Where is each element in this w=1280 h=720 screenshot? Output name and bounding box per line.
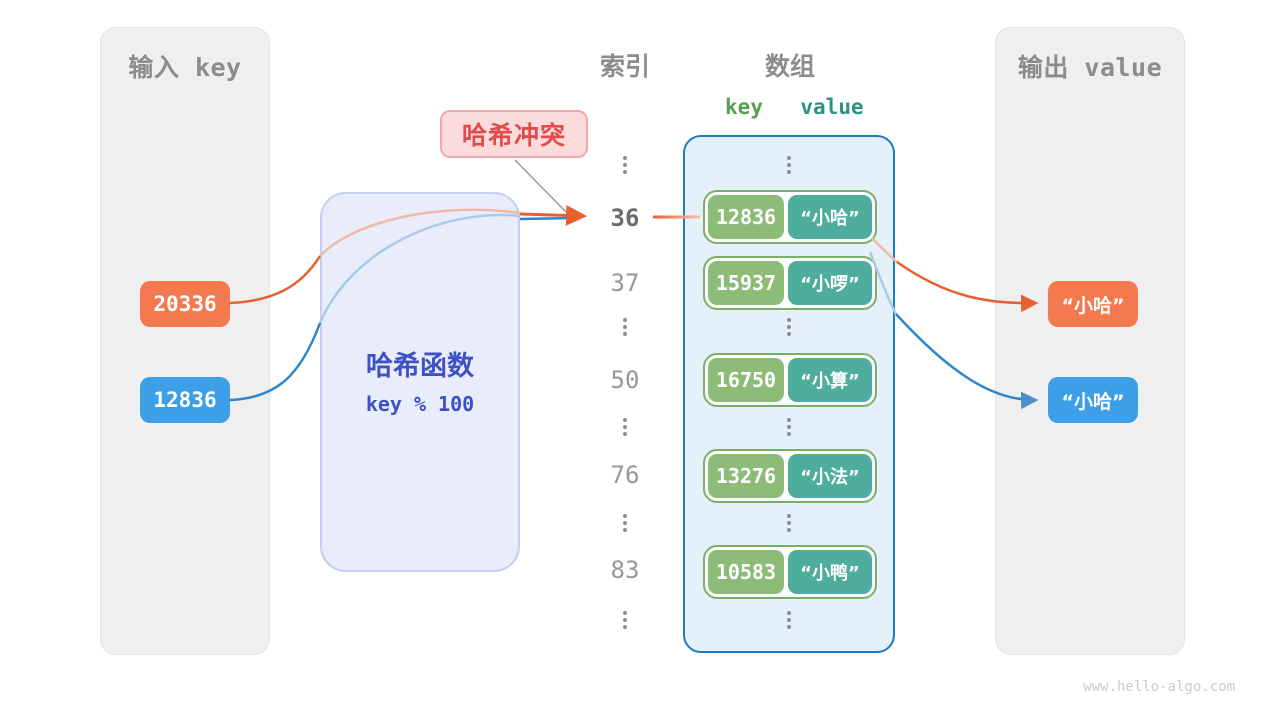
input-key-20336: 20336 [140,281,230,327]
index-36: 36 [610,204,640,232]
array-column-title: 数组 [764,52,816,81]
array-row-key: 13276 [708,454,784,498]
ellipsis-icon [787,318,791,336]
input-key-panel: 输入 key [100,27,270,655]
index-76: 76 [610,461,640,489]
output-panel-title: 输出 value [1017,53,1163,82]
array-row: 16750 “小算” [703,353,877,407]
ellipsis-icon [623,514,627,532]
index-83: 83 [610,556,640,584]
hash-function-name: 哈希函数 [366,351,474,382]
ellipsis-icon [787,514,791,532]
hash-collision-badge: 哈希冲突 [440,110,588,158]
ellipsis-icon [787,418,791,436]
input-panel-title: 输入 key [128,53,242,82]
array-row-value: “小算” [788,358,872,402]
ellipsis-icon [787,611,791,629]
watermark: www.hello-algo.com [1083,679,1235,695]
ellipsis-icon [623,156,627,174]
index-37: 37 [610,269,640,297]
array-row-value: “小哈” [788,195,872,239]
ellipsis-icon [623,318,627,336]
output-value-blue: “小哈” [1048,377,1138,423]
array-row: 10583 “小鸭” [703,545,877,599]
array-row-key: 15937 [708,261,784,305]
array-row-key: 10583 [708,550,784,594]
ellipsis-icon [623,611,627,629]
array-row-key: 16750 [708,358,784,402]
array-row-key: 12836 [708,195,784,239]
array-row-value: “小啰” [788,261,872,305]
array-row: 13276 “小法” [703,449,877,503]
input-key-12836: 12836 [140,377,230,423]
array-row: 15937 “小啰” [703,256,877,310]
ellipsis-icon [623,418,627,436]
key-header: key [725,95,763,119]
index-column-title: 索引 [599,52,651,81]
value-header: value [800,95,864,119]
output-value-orange: “小哈” [1048,281,1138,327]
hash-function-box: 哈希函数 key % 100 [320,192,520,572]
ellipsis-icon [787,156,791,174]
output-value-panel: 输出 value [995,27,1185,655]
hash-function-formula: key % 100 [365,392,475,416]
index-50: 50 [610,366,640,394]
array-row-value: “小鸭” [788,550,872,594]
array-row: 12836 “小哈” [703,190,877,244]
array-row-value: “小法” [788,454,872,498]
